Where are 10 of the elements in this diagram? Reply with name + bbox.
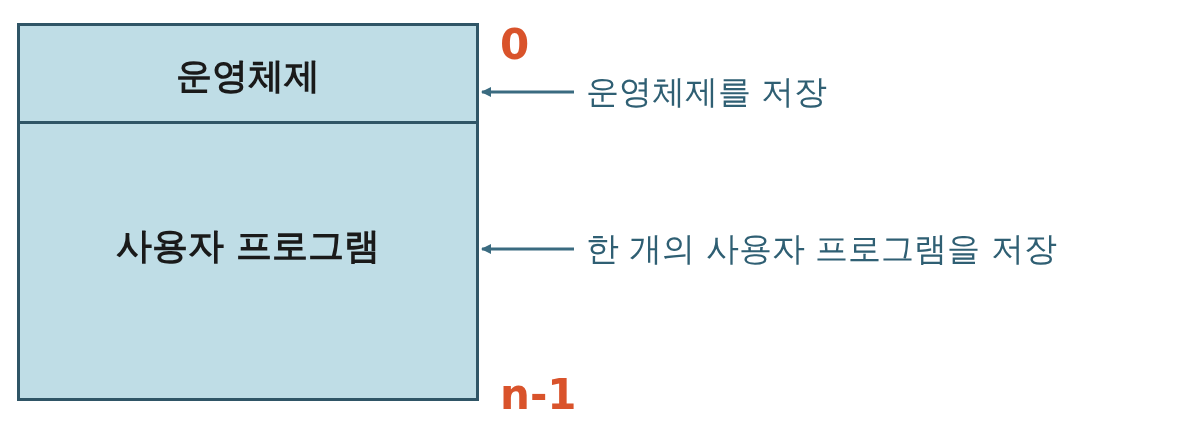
- memory-section-box: [17, 23, 479, 124]
- note-text: 운영체제를 저장: [586, 72, 828, 112]
- address-label: n-1: [500, 372, 577, 418]
- note-text: 한 개의 사용자 프로그램을 저장: [586, 229, 1057, 269]
- section-label: 운영체제: [176, 56, 320, 96]
- memory-section-box: [17, 121, 479, 401]
- section-label: 사용자 프로그램: [115, 226, 381, 266]
- address-label: 0: [500, 22, 530, 68]
- arrow: [481, 87, 574, 97]
- arrow: [481, 244, 574, 254]
